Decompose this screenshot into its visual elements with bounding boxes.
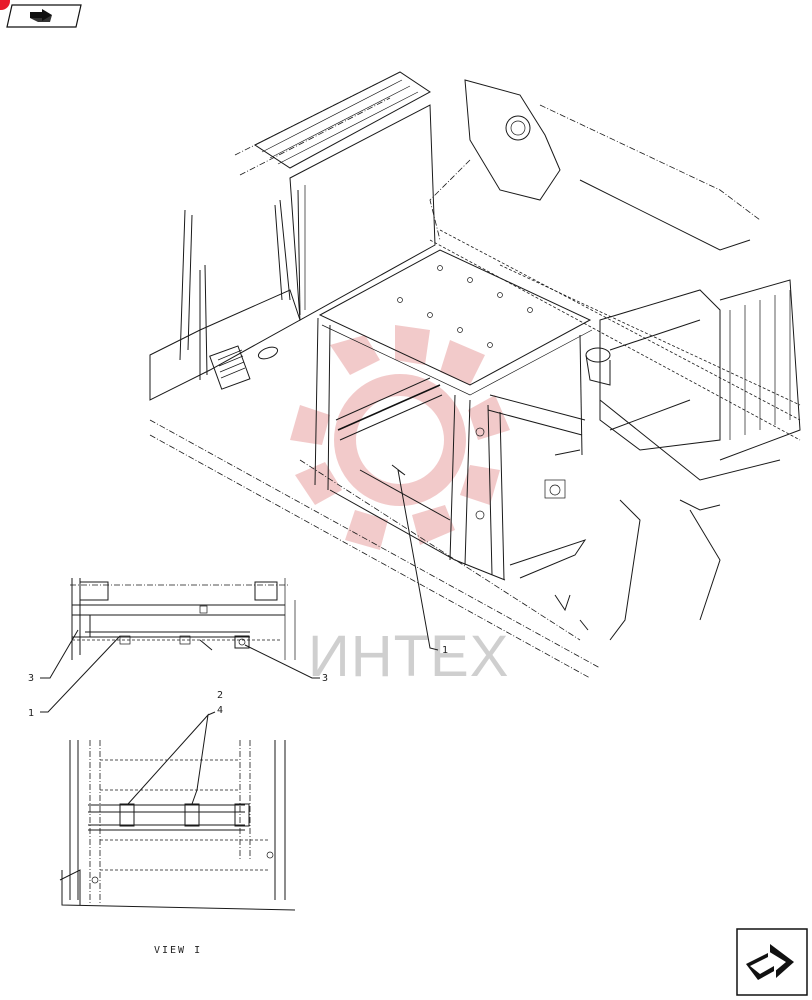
previous-page-button[interactable] (6, 4, 82, 28)
next-page-button[interactable] (736, 928, 808, 996)
callout-3-left: 3 (28, 673, 34, 684)
view-label: VIEW I (154, 945, 203, 956)
callout-4: 4 (217, 705, 223, 716)
page-forward-arrow-icon (746, 944, 794, 980)
page-back-arrow-icon (30, 9, 52, 22)
callout-2: 2 (217, 690, 223, 701)
notification-badge (0, 0, 10, 10)
callout-1-detail: 1 (28, 708, 34, 719)
main-isometric-view: 1 (149, 71, 801, 679)
detail-view-a: 3 3 1 (28, 578, 328, 719)
callout-3-right: 3 (322, 673, 328, 684)
detail-view-b: 2 4 (59, 690, 296, 911)
watermark-text: ИНТЕХ (308, 624, 509, 689)
watermark-logo (290, 325, 510, 550)
callout-1-main: 1 (442, 645, 448, 656)
